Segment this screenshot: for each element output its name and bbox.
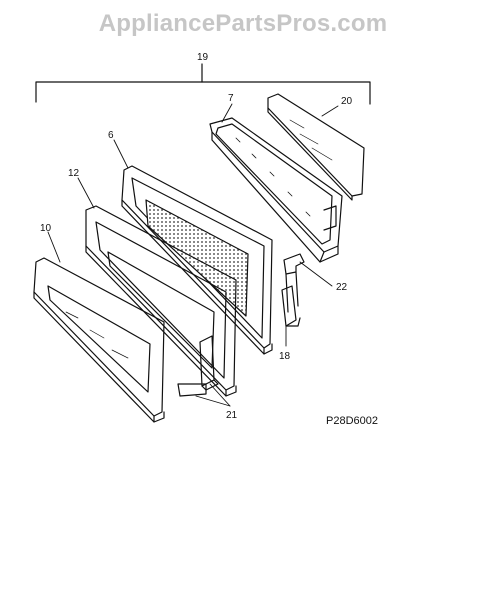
part-20-window-glass: [267, 93, 365, 201]
callout-21: 21: [226, 410, 238, 421]
callout-7: 7: [228, 93, 234, 104]
part-12-door-frame: [85, 205, 237, 397]
part-6-inner-panel: [121, 165, 273, 355]
callout-18: 18: [279, 351, 291, 362]
callout-12: 12: [68, 168, 80, 179]
part-7-gasket-frame: [209, 117, 343, 263]
part-10-front-screen: [33, 257, 165, 423]
part-21-latch-covers: [177, 335, 219, 397]
diagram-code: P28D6002: [326, 415, 378, 427]
part-22-latch-lever: [283, 253, 305, 313]
callout-19: 19: [197, 52, 209, 63]
leader-lines: [47, 103, 339, 407]
assembly-bracket-19: [35, 63, 371, 105]
callout-20: 20: [341, 96, 353, 107]
callout-10: 10: [40, 223, 52, 234]
part-18-latch-hook: [281, 285, 301, 327]
callout-22: 22: [336, 282, 348, 293]
callout-6: 6: [108, 130, 114, 141]
watermark-logo: AppliancePartsPros.com: [98, 10, 388, 37]
